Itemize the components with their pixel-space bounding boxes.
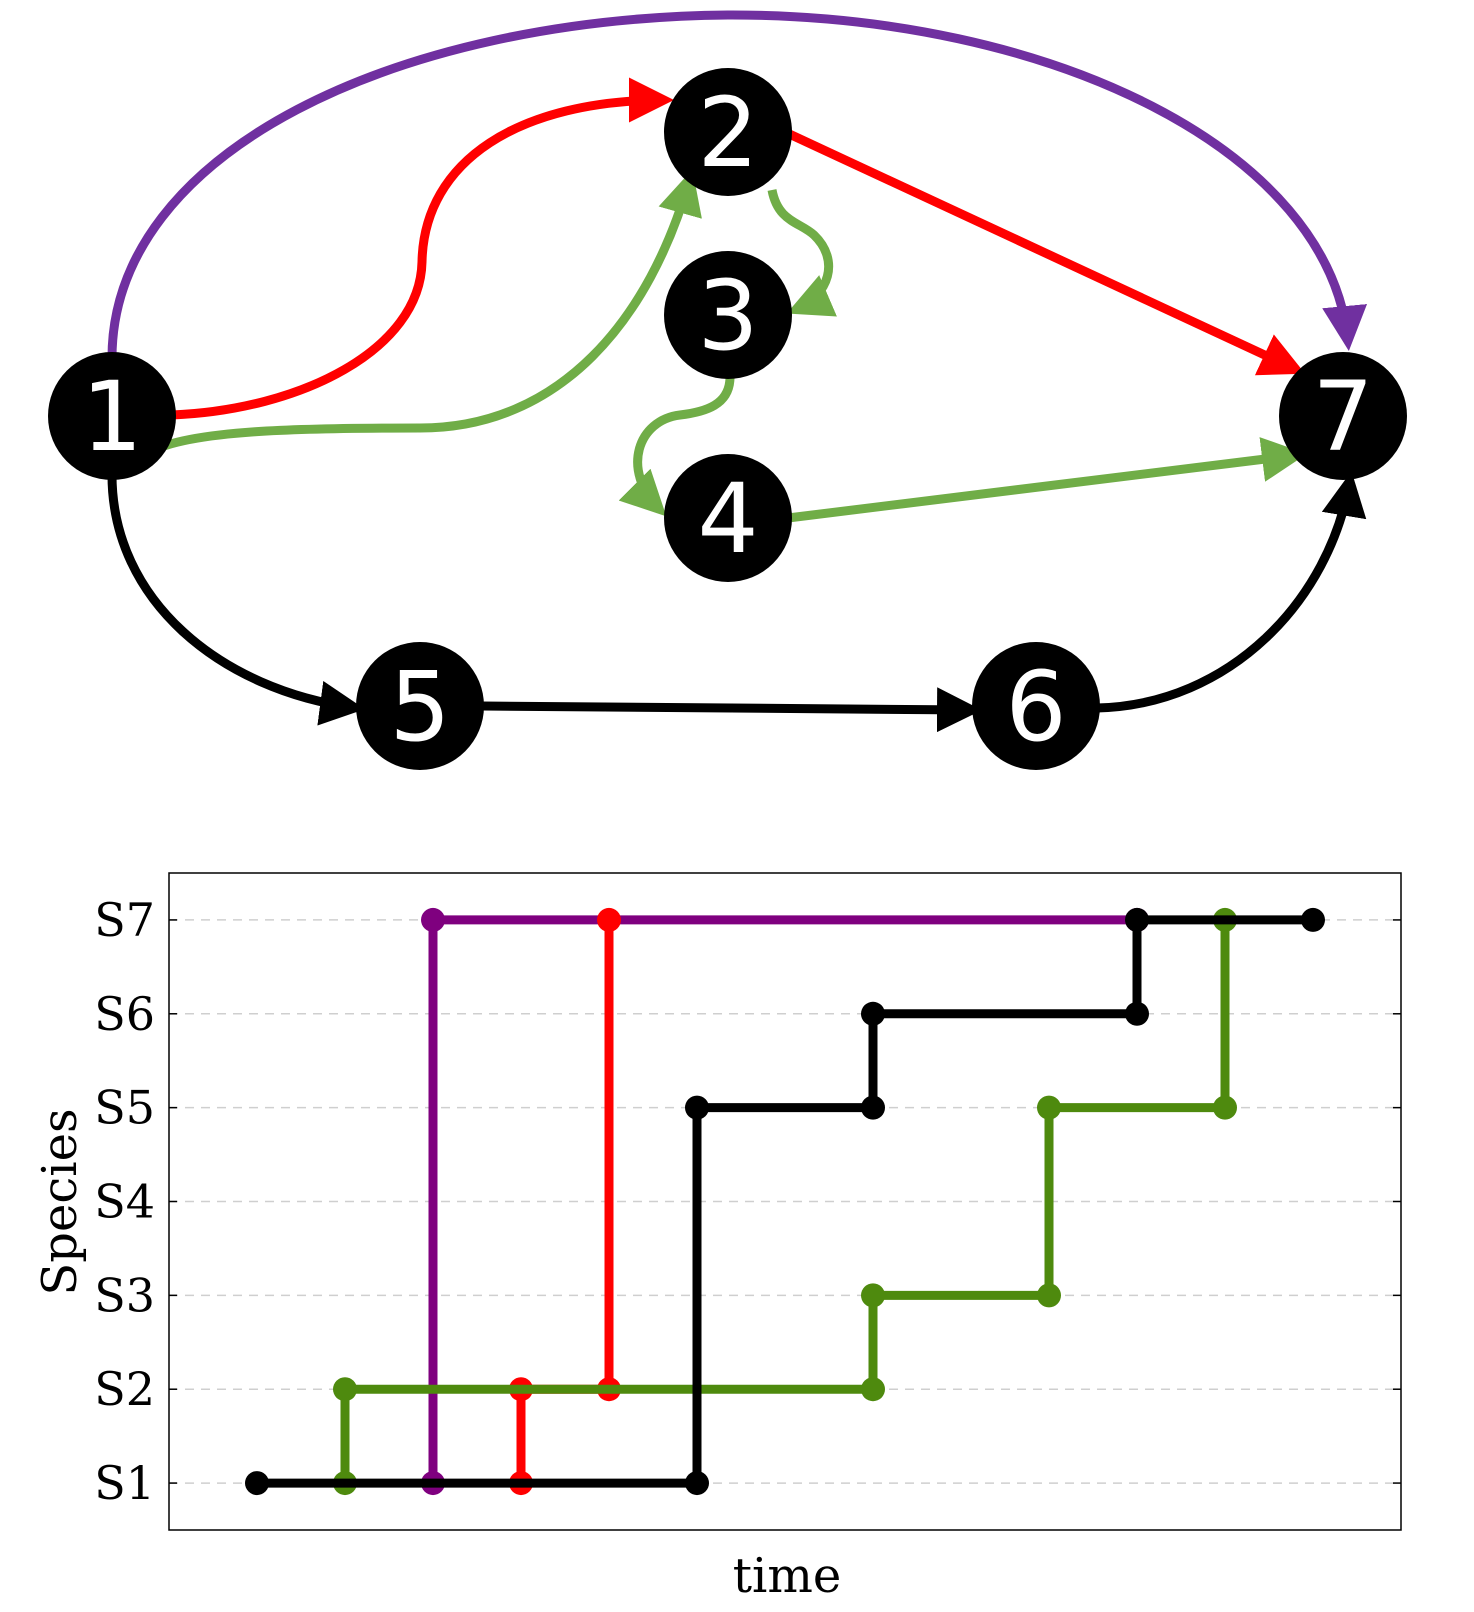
- series-3-point-7: [1301, 907, 1325, 932]
- node-3-label: 3: [697, 260, 758, 372]
- node-6: 6: [972, 642, 1100, 770]
- series-2: [333, 907, 1237, 1496]
- node-5-label: 5: [389, 651, 450, 763]
- series-2-point-5: [1037, 1095, 1061, 1120]
- node-7-label: 7: [1312, 361, 1373, 473]
- y-tick-label-s4: S4: [94, 1175, 155, 1229]
- edge-1-7-purple: [107, 10, 1367, 359]
- edge-3-4-green: [618, 376, 735, 517]
- series-2-point-6: [1213, 1095, 1237, 1120]
- series-2-line: [340, 919, 1230, 1484]
- series-layer: [245, 907, 1325, 1496]
- species-timeline-chart: S1 S2 S3 S4 S5 S6 S7 time Species: [32, 872, 1402, 1604]
- series-3: [245, 907, 1325, 1496]
- node-1-label: 1: [81, 361, 142, 473]
- edge-5-6-black: [481, 687, 982, 733]
- y-tick-label-s7: S7: [94, 893, 155, 947]
- edge-2-3-green: [767, 188, 837, 317]
- series-1-line: [516, 919, 614, 1484]
- series-0-point-1: [421, 907, 445, 932]
- node-2-label: 2: [697, 77, 758, 189]
- node-5: 5: [356, 642, 484, 770]
- series-2-point-3: [861, 1283, 885, 1308]
- edge-6-7-black: [1096, 471, 1367, 713]
- grid-layer: [169, 919, 1401, 1484]
- node-3: 3: [664, 251, 792, 379]
- y-tick-label-s2: S2: [94, 1362, 155, 1416]
- node-7: 7: [1279, 352, 1407, 480]
- series-3-point-2: [685, 1095, 709, 1120]
- series-1-point-3: [597, 907, 621, 932]
- y-tick-label-s1: S1: [94, 1456, 155, 1510]
- series-3-point-6: [1125, 907, 1149, 932]
- y-tick-label-s5: S5: [94, 1081, 155, 1135]
- series-3-point-1: [685, 1471, 709, 1496]
- y-axis-label: Species: [32, 1108, 88, 1295]
- series-3-line: [257, 915, 1313, 1488]
- node-2: 2: [664, 68, 792, 196]
- series-2-point-4: [1037, 1283, 1061, 1308]
- series-3-point-4: [861, 1001, 885, 1026]
- series-2-point-1: [333, 1377, 357, 1402]
- network-diagram: 1 2 3 4 5 6 7: [48, 10, 1407, 770]
- x-axis-label: time: [733, 1548, 842, 1604]
- node-6-label: 6: [1005, 651, 1066, 763]
- node-4: 4: [664, 454, 792, 582]
- series-3-point-0: [245, 1471, 269, 1496]
- node-4-label: 4: [697, 463, 758, 575]
- series-3-point-5: [1125, 1001, 1149, 1026]
- edge-1-2-green: [147, 169, 702, 457]
- edge-1-2-red: [171, 77, 674, 420]
- node-1: 1: [48, 352, 176, 480]
- edge-4-7-green: [787, 437, 1307, 523]
- edge-1-5-black: [107, 474, 365, 726]
- series-2-point-2: [861, 1377, 885, 1402]
- edge-2-7-red: [783, 127, 1306, 376]
- series-3-point-3: [861, 1095, 885, 1120]
- y-tick-label-s6: S6: [94, 987, 155, 1041]
- y-tick-labels: S1 S2 S3 S4 S5 S6 S7: [94, 893, 1401, 1510]
- y-tick-label-s3: S3: [94, 1268, 155, 1322]
